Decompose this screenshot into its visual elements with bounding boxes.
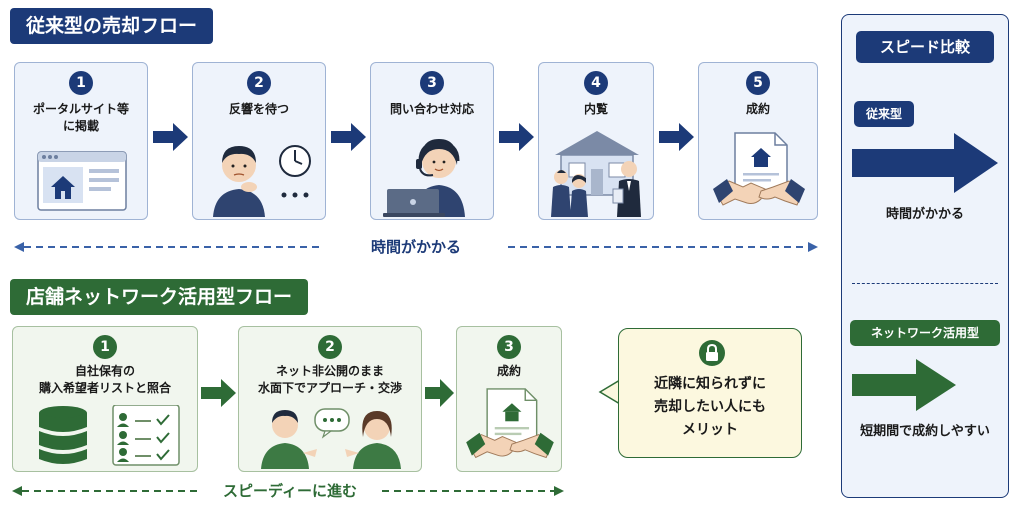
conversation-icon: [261, 408, 401, 469]
traditional-timeline: 時間がかかる: [14, 237, 818, 257]
step-number: 3: [420, 71, 444, 95]
step-label: 自社保有の 購入希望者リストと照合: [38, 364, 171, 395]
step-label: 成約: [496, 364, 521, 378]
network-timeline: スピーディーに進む: [12, 481, 564, 501]
traditional-step-5: 5 成約: [698, 62, 818, 220]
waiting-person-clock-icon: [213, 145, 311, 217]
step-label: 反響を待つ: [228, 102, 289, 116]
contract-handshake-icon: [713, 132, 805, 206]
bubble-tail: [598, 379, 621, 405]
network-step-3: 3 成約: [456, 326, 562, 472]
speed-comparison-panel: スピード比較 従来型 時間がかかる ネットワーク活用型 短期間で成約しやすい: [841, 14, 1009, 498]
network-step-2: 2 ネット非公開のまま 水面下でアプローチ・交渉: [238, 326, 422, 472]
flow-arrow-icon: [331, 123, 366, 151]
website-house-icon: [37, 151, 127, 211]
network-caption: 短期間で成約しやすい: [860, 424, 990, 439]
step-label: 内覧: [583, 102, 608, 116]
network-pill: ネットワーク活用型: [850, 320, 1000, 346]
merit-bubble: 近隣に知られずに 売却したい人にも メリット: [618, 328, 802, 458]
step-number: 2: [318, 335, 342, 359]
traditional-pill: 従来型: [854, 101, 914, 127]
traditional-step-4: 4 内覧: [538, 62, 654, 220]
database-checklist-icon: [39, 405, 180, 466]
step-label: 問い合わせ対応: [389, 102, 474, 116]
step-label: ポータルサイト等 に掲載: [32, 102, 129, 133]
step-number: 1: [93, 335, 117, 359]
flow-arrow-icon: [153, 123, 188, 151]
traditional-step-2: 2 反響を待つ: [192, 62, 326, 220]
contract-handshake-icon: [466, 388, 554, 459]
step-number: 3: [497, 335, 521, 359]
panel-divider: [852, 283, 998, 284]
traditional-caption: 時間がかかる: [885, 207, 964, 222]
long-arrow-icon: [852, 133, 998, 193]
house-viewing-icon: [551, 131, 641, 217]
speed-comparison-title: スピード比較: [856, 31, 994, 63]
network-timeline-label: スピーディーに進む: [223, 482, 357, 500]
step-label: ネット非公開のまま 水面下でアプローチ・交渉: [257, 364, 402, 395]
network-timeline-line: [12, 486, 564, 496]
step-label: 成約: [745, 102, 770, 116]
step-number: 4: [584, 71, 608, 95]
traditional-timeline-line: [14, 242, 818, 252]
short-arrow-icon: [852, 359, 956, 411]
flow-arrow-icon: [201, 379, 236, 407]
step-number: 2: [247, 71, 271, 95]
merit-text: 近隣に知られずに 売却したい人にも メリット: [654, 376, 766, 438]
network-flow-title: 店舗ネットワーク活用型フロー: [10, 279, 309, 315]
traditional-flow-title: 従来型の売却フロー: [10, 8, 214, 44]
step-number: 5: [746, 71, 770, 95]
flow-arrow-icon: [499, 123, 534, 151]
flow-arrow-icon: [425, 379, 454, 407]
call-center-operator-icon: [383, 139, 465, 217]
padlock-icon: [699, 340, 725, 366]
flow-arrow-icon: [659, 123, 694, 151]
network-step-1: 1 自社保有の 購入希望者リストと照合: [12, 326, 198, 472]
traditional-timeline-label: 時間がかかる: [370, 238, 461, 256]
traditional-step-3: 3 問い合わせ対応: [370, 62, 494, 220]
step-number: 1: [69, 71, 93, 95]
traditional-step-1: 1 ポータルサイト等 に掲載: [14, 62, 148, 220]
